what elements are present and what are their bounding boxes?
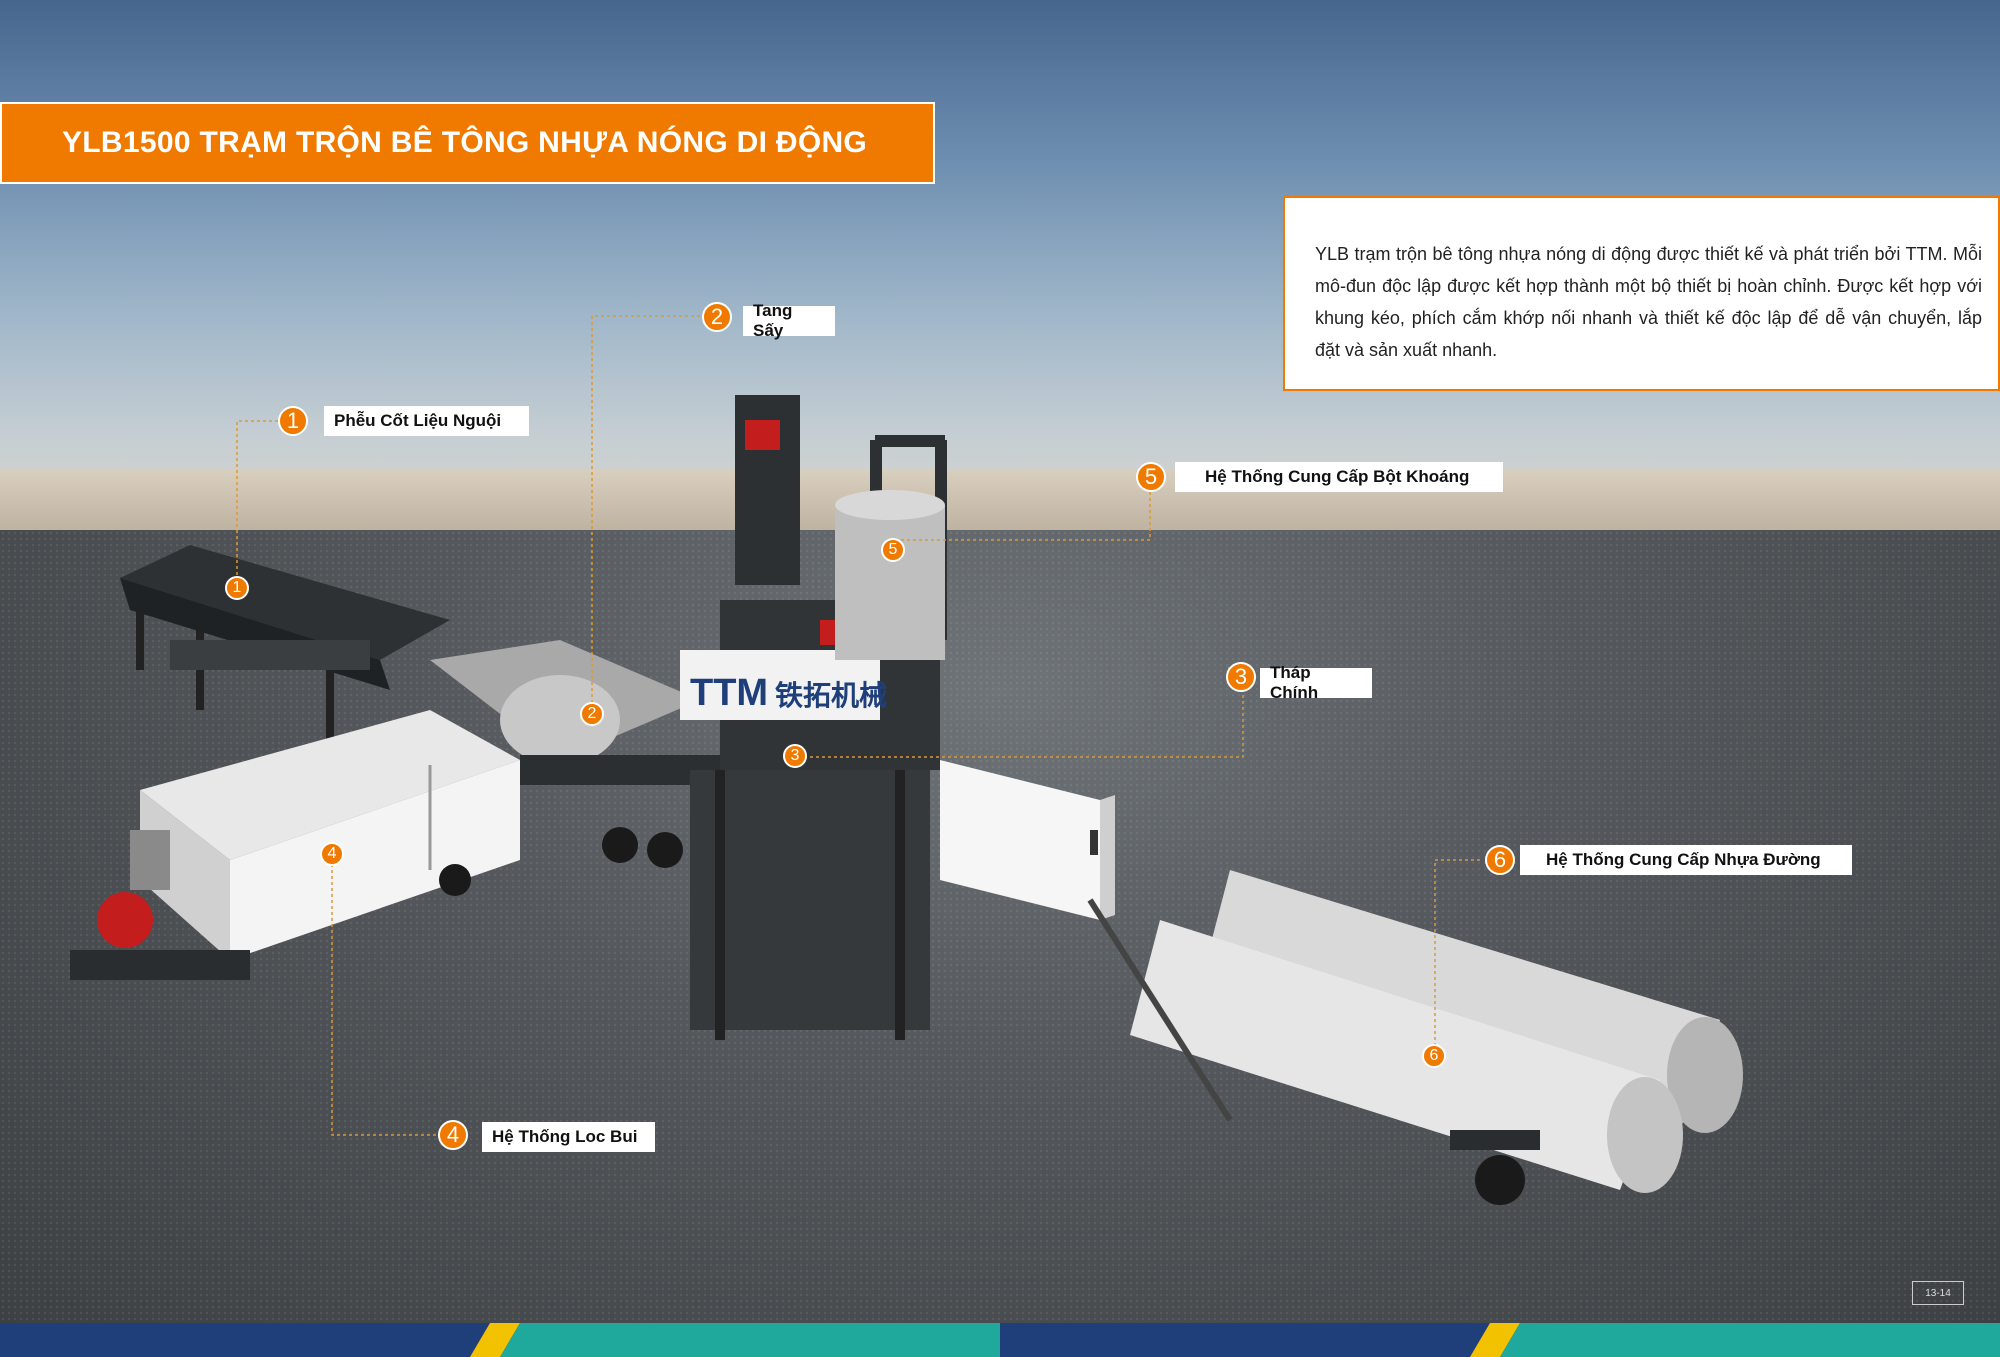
callout-badge-6: 6 — [1485, 845, 1515, 875]
title-banner: YLB1500 TRẠM TRỘN BÊ TÔNG NHỰA NÓNG DI Đ… — [0, 102, 935, 184]
callout-badge-1: 1 — [278, 406, 308, 436]
page-number: 13-14 — [1912, 1281, 1964, 1305]
baghouse-graphic — [70, 710, 520, 980]
callout-badge-2: 2 — [702, 302, 732, 332]
callout-label-4: Hệ Thống Loc Bui — [482, 1122, 655, 1152]
page-title: YLB1500 TRẠM TRỘN BÊ TÔNG NHỰA NÓNG DI Đ… — [62, 126, 868, 159]
callout-label-5: Hệ Thống Cung Cấp Bột Khoáng — [1175, 462, 1503, 492]
brand-chinese-graphic: 铁拓机械 — [775, 679, 887, 712]
main-tower-graphic: TTM 铁拓机械 — [680, 395, 940, 1040]
control-room-graphic — [940, 760, 1115, 920]
drying-drum-graphic — [430, 640, 720, 868]
callout-label-2: Tang Sấy — [743, 301, 835, 340]
callout-badge-5: 5 — [1136, 462, 1166, 492]
bitumen-tanks-graphic — [1087, 870, 1743, 1205]
marker-2: 2 — [580, 702, 604, 726]
marker-4: 4 — [320, 842, 344, 866]
marker-1: 1 — [225, 576, 249, 600]
description-text: YLB trạm trộn bê tông nhựa nóng di động … — [1315, 244, 1982, 360]
bottom-decor-bar — [0, 1323, 2000, 1357]
marker-5: 5 — [881, 538, 905, 562]
callout-label-1: Phễu Cốt Liệu Nguội — [324, 406, 529, 436]
cold-aggregate-hopper-graphic — [120, 545, 450, 740]
marker-6: 6 — [1422, 1044, 1446, 1068]
callout-badge-4: 4 — [438, 1120, 468, 1150]
ttm-logo-graphic: TTM — [690, 672, 768, 714]
filler-silo-graphic — [835, 435, 947, 660]
callout-label-3: Tháp Chính — [1260, 663, 1372, 702]
callout-badge-3: 3 — [1226, 662, 1256, 692]
callout-label-6: Hệ Thống Cung Cấp Nhựa Đường — [1520, 845, 1852, 875]
marker-3: 3 — [783, 744, 807, 768]
description-box: YLB trạm trộn bê tông nhựa nóng di động … — [1283, 196, 2000, 391]
